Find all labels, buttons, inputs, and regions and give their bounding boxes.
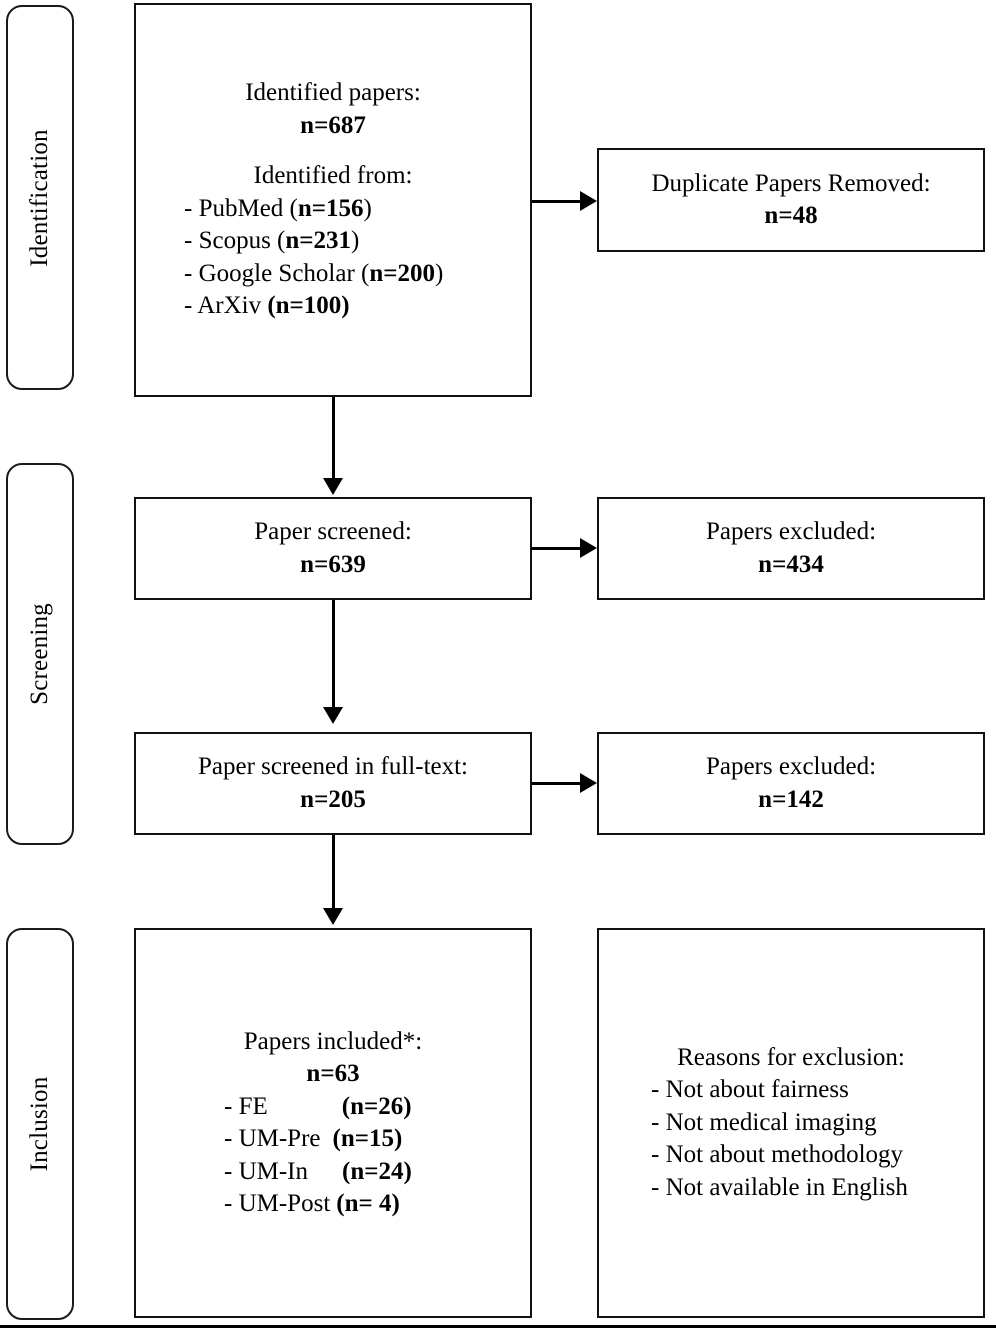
arrowhead-identified-to-duplicates (580, 191, 597, 211)
exclusion-reason-item: - Not about methodology (651, 1141, 904, 1169)
spacer (136, 142, 530, 160)
source-label-google-scholar: - Google Scholar ( (184, 259, 370, 287)
arrowhead-screened-to-fulltext (323, 707, 343, 724)
arrowhead-fulltext-to-excluded (580, 773, 597, 793)
included-label-um-pre: - UM-Pre (224, 1125, 321, 1152)
source-item-scopus: - Scopus (n=231) (136, 225, 530, 258)
source-label-pubmed: - PubMed ( (184, 194, 298, 222)
papers-screened-count: n=639 (300, 550, 366, 578)
papers-excluded-screening-heading: Papers excluded: (705, 518, 877, 545)
source-count-scopus: n=231 (285, 227, 352, 255)
included-item-um-post: - UM-Post(n= 4) (136, 1188, 530, 1221)
papers-screened-fulltext-heading: Paper screened in full-text: (197, 753, 469, 780)
papers-screened-fulltext-count: n=205 (300, 785, 366, 813)
source-count-google-scholar: n=200 (369, 259, 436, 287)
papers-screened-fulltext-box: Paper screened in full-text: n=205 (134, 732, 532, 835)
source-tail-pubmed: ) (363, 194, 372, 222)
papers-excluded-screening-count: n=434 (758, 550, 824, 578)
identified-papers-count: n=687 (300, 111, 366, 139)
stage-label-identification: Identification (26, 128, 53, 267)
exclusion-reason-item: - Not medical imaging (651, 1108, 877, 1136)
identified-from-heading: Identified from: (253, 162, 413, 190)
exclusion-reason-item: - Not about fairness (651, 1076, 849, 1104)
included-item-um-pre: - UM-Pre (n=15) (136, 1123, 530, 1156)
connector-screened-to-excluded (532, 547, 584, 550)
papers-included-count: n=63 (306, 1060, 360, 1087)
source-tail-google-scholar: ) (435, 259, 444, 287)
included-count-um-post: (n= 4) (336, 1190, 400, 1217)
papers-excluded-screening-box: Papers excluded: n=434 (597, 497, 985, 600)
source-item-google-scholar: - Google Scholar (n=200) (136, 258, 530, 291)
source-item-pubmed: - PubMed (n=156) (136, 193, 530, 226)
source-count-pubmed: n=156 (297, 194, 364, 222)
papers-screened-box: Paper screened: n=639 (134, 497, 532, 600)
source-count-arxiv: (n=100) (267, 292, 350, 320)
source-label-arxiv: - ArXiv (184, 292, 268, 320)
stage-label-inclusion: Inclusion (26, 1076, 53, 1172)
arrowhead-screened-to-excluded (580, 538, 597, 558)
papers-excluded-fulltext-box: Papers excluded: n=142 (597, 732, 985, 835)
included-item-fe: - FE (n=26) (136, 1091, 530, 1124)
stage-rail-inclusion: Inclusion (6, 928, 74, 1320)
included-label-um-in: - UM-In (224, 1157, 309, 1185)
connector-screened-to-fulltext (332, 600, 335, 710)
identified-papers-box: Identified papers: n=687 Identified from… (134, 3, 532, 397)
arrowhead-fulltext-to-included (323, 908, 343, 925)
included-label-um-post: - UM-Post (224, 1190, 331, 1217)
exclusion-reason-item: - Not available in English (651, 1173, 908, 1201)
papers-excluded-fulltext-count: n=142 (758, 785, 824, 813)
source-item-arxiv: - ArXiv (n=100) (136, 290, 530, 323)
stage-rail-identification: Identification (6, 5, 74, 390)
source-label-scopus: - Scopus ( (184, 227, 286, 255)
connector-identified-to-duplicates (532, 200, 584, 203)
duplicate-papers-heading: Duplicate Papers Removed: (651, 169, 931, 197)
arrowhead-identified-to-screened (323, 478, 343, 495)
included-label-fe: - FE (224, 1092, 268, 1120)
papers-included-heading: Papers included*: (243, 1027, 423, 1055)
stage-rail-screening: Screening (6, 463, 74, 845)
reasons-for-exclusion-heading: Reasons for exclusion: (677, 1043, 905, 1071)
page-bottom-rule (0, 1325, 996, 1328)
source-tail-scopus: ) (351, 227, 360, 255)
papers-included-box: Papers included*: n=63 - FE (n=26) - UM-P… (134, 928, 532, 1318)
included-count-um-pre: (n=15) (332, 1125, 403, 1152)
connector-fulltext-to-included (332, 835, 335, 911)
duplicate-papers-removed-box: Duplicate Papers Removed: n=48 (597, 148, 985, 252)
connector-fulltext-to-excluded (532, 782, 584, 785)
connector-identified-to-screened (332, 397, 335, 481)
papers-screened-heading: Paper screened: (254, 518, 412, 545)
included-count-fe: (n=26) (341, 1092, 412, 1120)
stage-label-screening: Screening (26, 603, 53, 705)
identified-papers-heading: Identified papers: (245, 79, 421, 107)
reasons-for-exclusion-box: Reasons for exclusion: - Not about fairn… (597, 928, 985, 1318)
papers-excluded-fulltext-heading: Papers excluded: (705, 753, 877, 780)
included-item-um-in: - UM-In (n=24) (136, 1156, 530, 1189)
included-count-um-in: (n=24) (342, 1157, 412, 1185)
duplicate-papers-count: n=48 (764, 202, 818, 229)
